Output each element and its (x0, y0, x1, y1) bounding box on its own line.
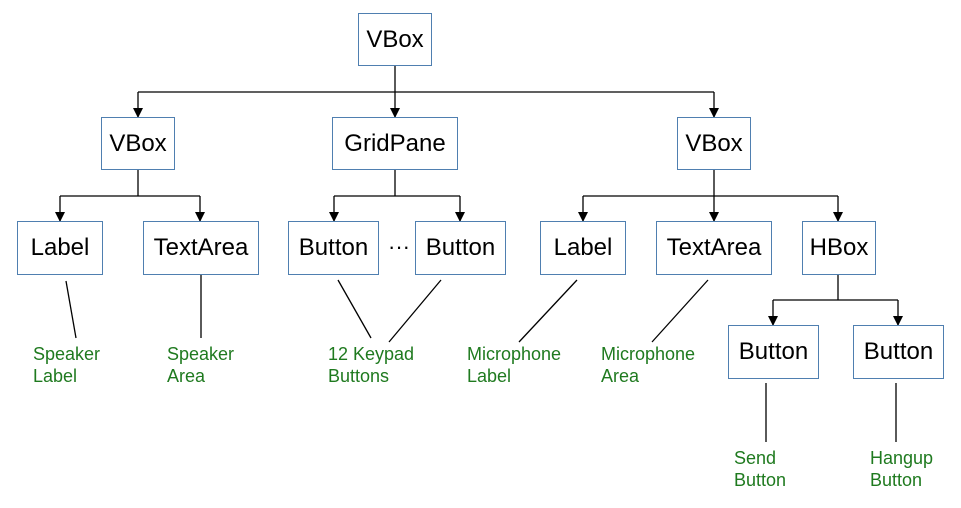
node-root-vbox: VBox (358, 13, 432, 66)
pointer-microphone-area (651, 279, 709, 343)
node-button-hangup: Button (853, 325, 944, 379)
pointer-microphone-label (518, 279, 578, 343)
annotation-speaker-area-line2: Area (167, 366, 206, 386)
node-button-send: Button (728, 325, 819, 379)
annotation-speaker-label-line1: Speaker (33, 344, 101, 364)
node-button-grid-first: Button (288, 221, 379, 275)
annotation-send-button-line2: Button (734, 470, 787, 490)
node-left-vbox: VBox (101, 117, 175, 170)
annotation-microphone-area: Microphone Area (601, 343, 695, 387)
pointer-keypad-first (337, 279, 372, 339)
node-hbox: HBox (802, 221, 876, 275)
node-textarea-right: TextArea (656, 221, 772, 275)
node-button-grid-last: Button (415, 221, 506, 275)
annotation-keypad-buttons-line1: 12 Keypad (328, 344, 415, 364)
annotation-send-button: Send Button (734, 447, 786, 491)
annotation-keypad-buttons: 12 Keypad Buttons (328, 343, 414, 387)
annotation-send-button-line1: Send (734, 448, 777, 468)
annotation-speaker-label: Speaker Label (33, 343, 100, 387)
annotation-microphone-label: Microphone Label (467, 343, 561, 387)
annotation-speaker-area: Speaker Area (167, 343, 234, 387)
node-label-left: Label (17, 221, 103, 275)
annotation-hangup-button-line1: Hangup (870, 448, 934, 468)
pointer-keypad-last (388, 279, 442, 343)
node-textarea-left: TextArea (143, 221, 259, 275)
annotation-microphone-area-line2: Area (601, 366, 640, 386)
annotation-keypad-buttons-line2: Buttons (328, 366, 390, 386)
annotation-microphone-label-line2: Label (467, 366, 512, 386)
annotation-hangup-button-line2: Button (870, 470, 923, 490)
annotation-speaker-label-line2: Label (33, 366, 78, 386)
annotation-microphone-area-line1: Microphone (601, 344, 696, 364)
annotation-hangup-button: Hangup Button (870, 447, 933, 491)
ellipsis: ··· (388, 234, 410, 259)
annotation-speaker-area-line1: Speaker (167, 344, 235, 364)
annotation-microphone-label-line1: Microphone (467, 344, 562, 364)
pointer-speaker-label (65, 280, 77, 339)
node-right-vbox: VBox (677, 117, 751, 170)
node-gridpane: GridPane (332, 117, 458, 170)
node-label-right: Label (540, 221, 626, 275)
